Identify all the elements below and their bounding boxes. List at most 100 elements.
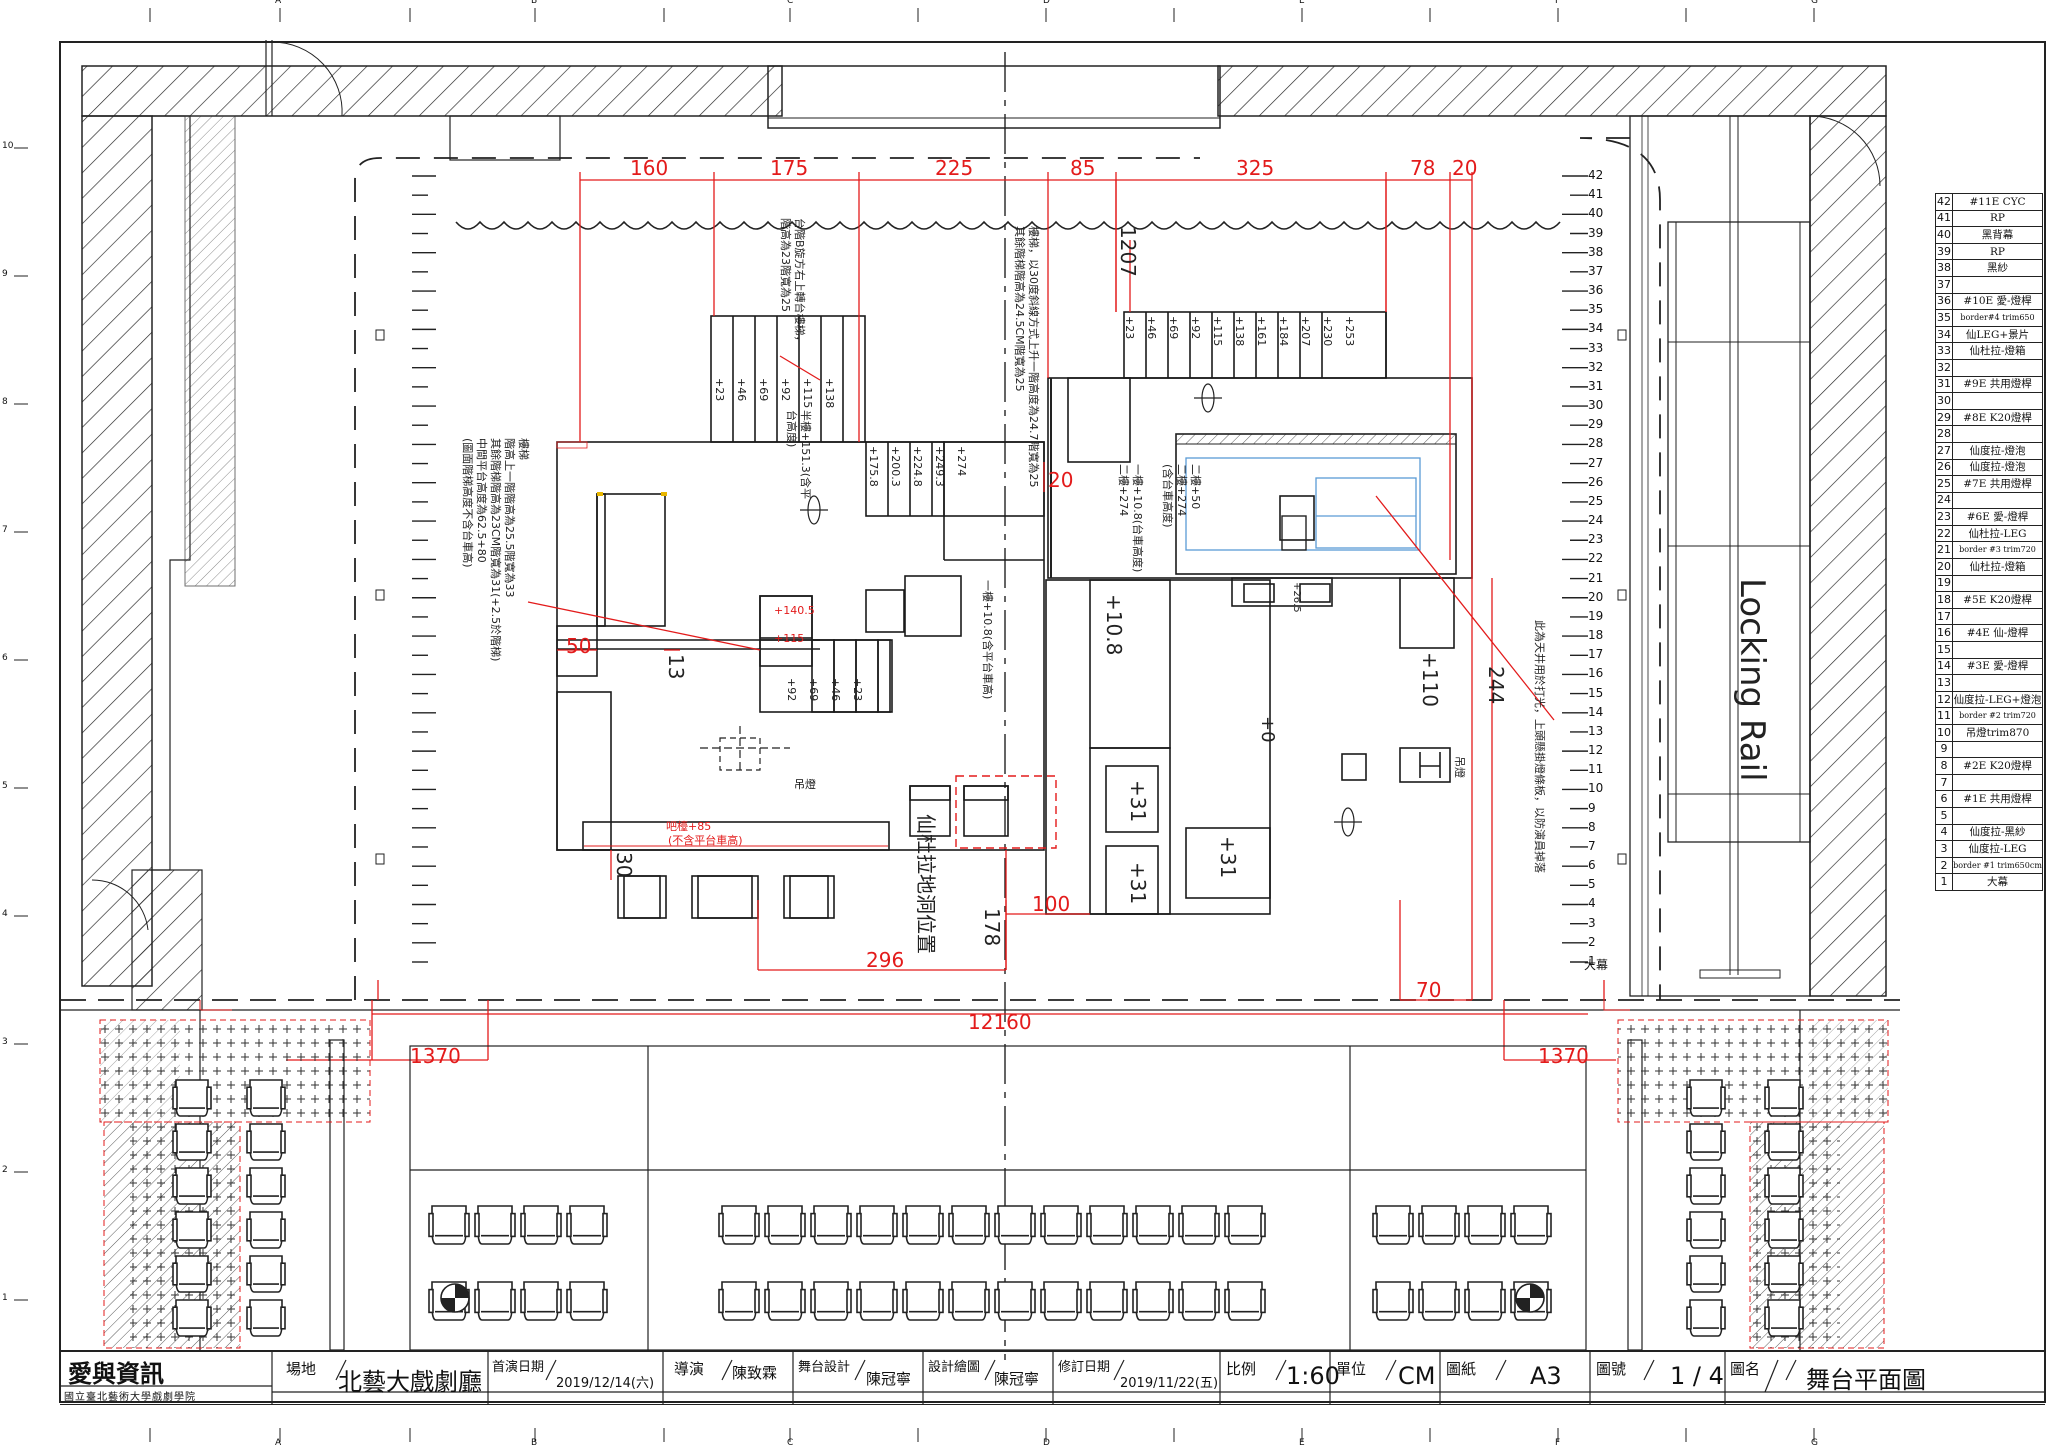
seat <box>718 1205 760 1245</box>
side-marker <box>375 853 385 865</box>
designer-label: 舞台設計 <box>798 1360 851 1375</box>
grid-row-label: 7 <box>2 525 8 535</box>
step-height: +161 <box>1255 316 1268 347</box>
legend-value: 仙杜拉-燈箱 <box>1952 342 2043 360</box>
batten-number: 33 <box>1588 340 1604 355</box>
legend-value: #10E 愛-燈桿 <box>1952 292 2043 311</box>
legend-row: 16#4E 仙-燈桿 <box>1935 624 2043 643</box>
grid-col-label-bottom: C <box>787 1438 794 1448</box>
grid-row-label: 4 <box>2 909 8 919</box>
seat <box>1132 1281 1174 1321</box>
seat <box>520 1281 562 1321</box>
dim-13: 13 <box>664 654 688 680</box>
legend-number: 6 <box>1935 790 1953 808</box>
legend-value <box>1952 425 2043 443</box>
legend-number: 31 <box>1935 375 1953 394</box>
legend-number: 11 <box>1935 707 1953 725</box>
drafter-value: 陳冠寧 <box>994 1370 1040 1388</box>
legend-number: 30 <box>1935 392 1953 410</box>
legend-value <box>1952 491 2043 510</box>
legend-number: 19 <box>1935 574 1953 593</box>
seat <box>1086 1281 1128 1321</box>
legend-value <box>1952 740 2043 759</box>
batten-number: 24 <box>1588 513 1604 528</box>
revised-value: 2019/11/22(五) <box>1120 1376 1219 1391</box>
school-name: 國立臺北藝術大學戲劇學院 <box>64 1392 196 1403</box>
legend-number: 39 <box>1935 242 1953 261</box>
batten-number: 20 <box>1588 589 1604 604</box>
paper-value: A3 <box>1530 1362 1562 1390</box>
step-height: +224.8 <box>911 446 924 487</box>
legend-number: 28 <box>1935 425 1953 443</box>
paper-label: 圖紙 <box>1446 1360 1477 1378</box>
legend-number: 29 <box>1935 408 1953 427</box>
step-height: +115 <box>1211 316 1224 347</box>
batten-number: 22 <box>1588 551 1604 566</box>
legend-number: 37 <box>1935 275 1953 294</box>
legend-value <box>1952 358 2043 377</box>
dim-top-1: 160 <box>630 156 669 180</box>
legend-row: 8#2E K20燈桿 <box>1935 757 2043 775</box>
seat <box>856 1281 898 1321</box>
note-left-top: 台階B旋方右上轉台樓梯， 階高為23階寬為25 <box>779 218 806 347</box>
batten-number: 13 <box>1588 723 1604 738</box>
grid-col-label-top: E <box>1299 0 1305 6</box>
step-height: +138 <box>1233 316 1246 347</box>
seat <box>1178 1205 1220 1245</box>
legend-row: 30 <box>1935 392 2043 410</box>
legend-row: 18#5E K20燈桿 <box>1935 591 2043 609</box>
trap-door <box>955 775 1057 849</box>
legend-row: 32 <box>1935 358 2043 377</box>
step-height: +249.3 <box>933 446 946 487</box>
set-structures <box>556 311 1473 919</box>
legend-value <box>1952 773 2043 792</box>
seat <box>246 1299 286 1337</box>
seat <box>1040 1205 1082 1245</box>
legend-value: 吊燈trim870 <box>1952 724 2043 742</box>
step-height: +69 <box>757 378 770 402</box>
venue-value: 北藝大戲劇廳 <box>338 1368 482 1396</box>
legend-number: 24 <box>1935 491 1953 510</box>
legend-value: 仙杜拉-燈箱 <box>1952 558 2043 576</box>
dim-top-3: 225 <box>935 156 974 180</box>
legend-number: 21 <box>1935 541 1953 560</box>
grid-col-label-bottom: F <box>1555 1438 1561 1448</box>
batten-number: 21 <box>1588 570 1604 585</box>
legend-value: border#4 trim650 <box>1952 309 2043 327</box>
batten-number: 10 <box>1588 781 1604 796</box>
legend-value <box>1952 392 2043 410</box>
seat <box>172 1211 212 1249</box>
dim-20: 20 <box>1048 468 1074 492</box>
seat <box>1372 1281 1414 1321</box>
step-height: +115 <box>801 378 814 409</box>
legend-number: 42 <box>1935 193 1953 211</box>
legend-value: border #1 trim650cm <box>1952 856 2043 875</box>
dim-100: 100 <box>1032 892 1071 916</box>
dim-1370-right: 1370 <box>1538 1044 1589 1068</box>
legend-row: 15 <box>1935 641 2043 659</box>
seat <box>764 1205 806 1245</box>
dim-1370-left: 1370 <box>410 1044 461 1068</box>
step-height: +46 <box>1145 316 1158 340</box>
grid-col-label-bottom: D <box>1043 1438 1050 1448</box>
legend-value: #11E CYC <box>1952 193 2043 211</box>
seat <box>172 1167 212 1205</box>
step-height: +138 <box>823 378 836 409</box>
dim-296: 296 <box>866 948 905 972</box>
legend-number: 36 <box>1935 292 1953 311</box>
legend-row: 42#11E CYC <box>1935 193 2043 211</box>
legend-value: #1E 共用燈桿 <box>1952 790 2043 808</box>
venue-label: 場地 <box>286 1360 317 1378</box>
seat <box>1764 1255 1804 1293</box>
seat <box>1686 1167 1726 1205</box>
legend-value: 仙度拉-LEG <box>1952 840 2043 858</box>
legend-number: 32 <box>1935 358 1953 377</box>
legend-row: 5 <box>1935 806 2043 825</box>
note-right-small2: 二樓+50 二樓+274 (含台車高度) <box>1161 464 1202 528</box>
batten-number: 6 <box>1588 858 1596 873</box>
